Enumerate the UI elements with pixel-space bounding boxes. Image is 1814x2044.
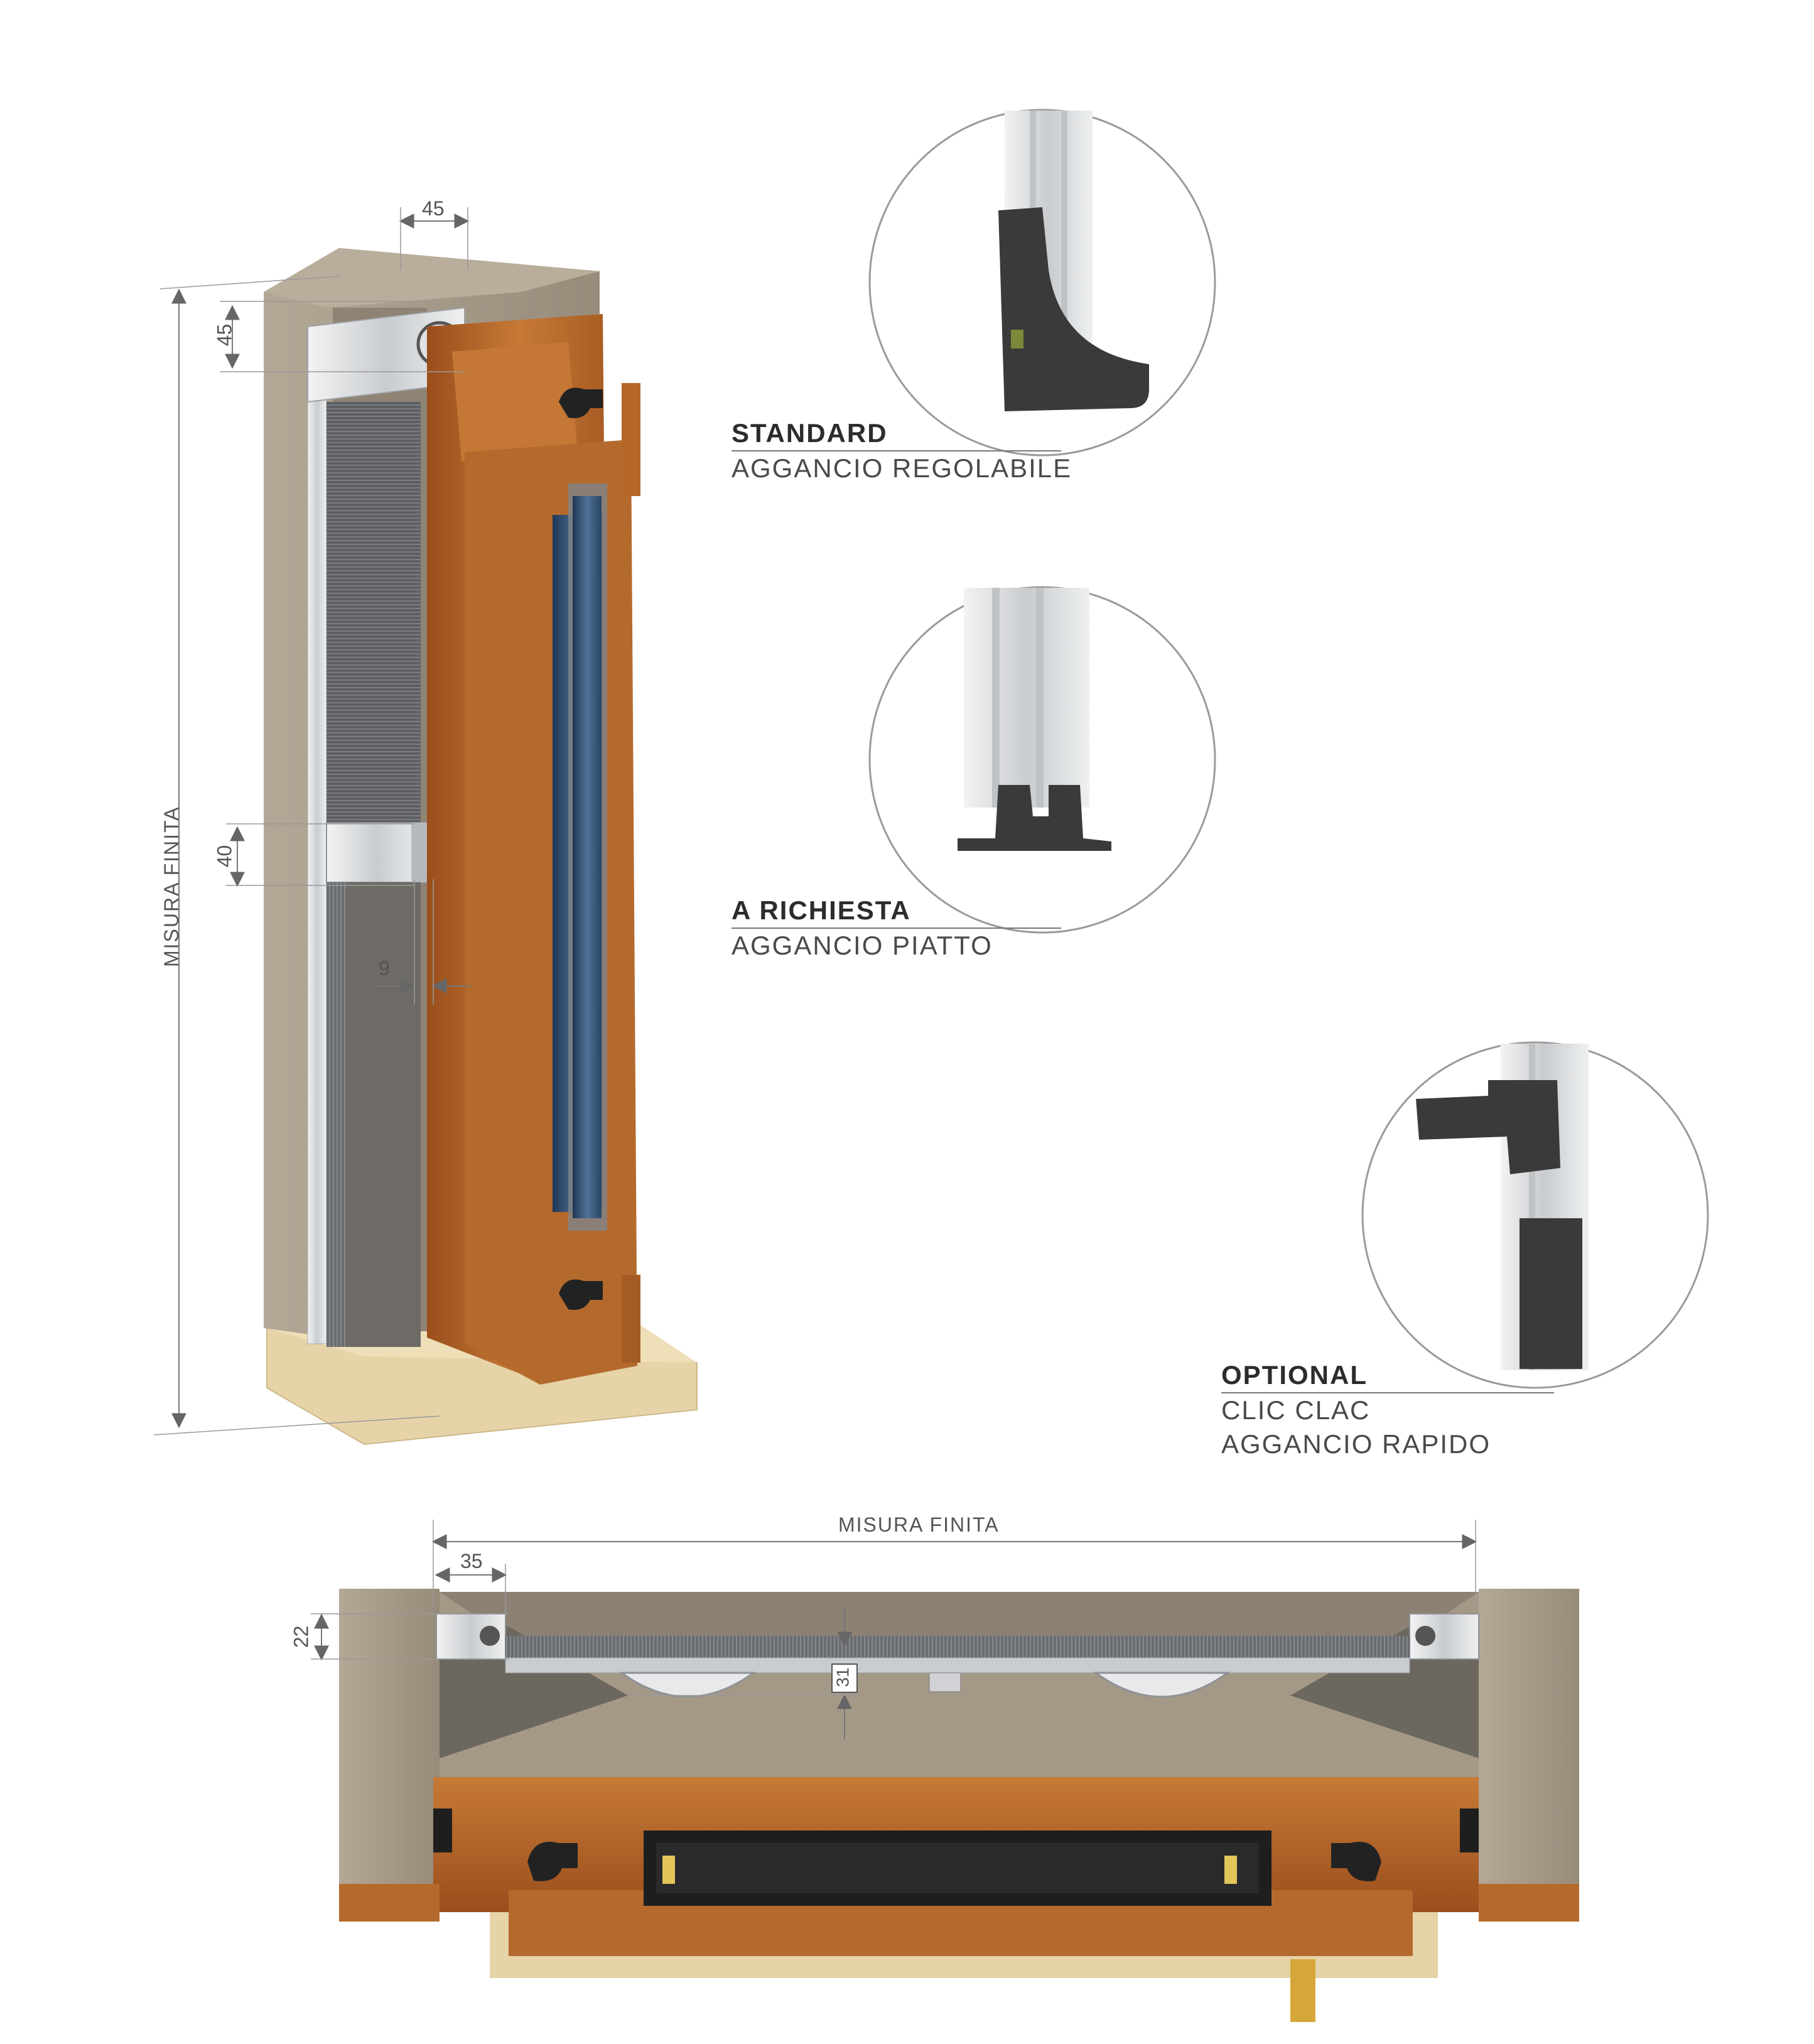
dim-top: 45 <box>422 197 445 220</box>
dim-left: 35 <box>460 1550 483 1572</box>
vertical-section <box>153 207 698 1446</box>
option-standard-title: STANDARD <box>732 418 888 448</box>
detail-optional <box>1221 1041 1709 1393</box>
dim-side: 45 <box>213 323 236 347</box>
option-optional-line-1: CLIC CLAC <box>1221 1395 1371 1425</box>
flat-hook-icon <box>958 785 1111 851</box>
clic-clac-base-icon <box>1520 1218 1582 1369</box>
dim-depth: 31 <box>833 1667 853 1687</box>
vertical-measure-label: MISURA FINITA <box>160 806 183 967</box>
option-richiesta-title: A RICHIESTA <box>732 895 911 925</box>
option-optional-title: OPTIONAL <box>1221 1360 1368 1390</box>
mesh-screen <box>327 402 421 829</box>
adjustable-hook-icon <box>998 207 1149 411</box>
dim-height: 22 <box>289 1625 313 1648</box>
clic-clac-hook-icon <box>1416 1080 1560 1174</box>
guide-rail <box>307 351 327 1344</box>
dim-bar: 40 <box>213 845 236 868</box>
mesh-band <box>505 1636 1410 1658</box>
wood-sash <box>465 440 637 1385</box>
horizontal-measure-label: MISURA FINITA <box>838 1513 1000 1536</box>
detail-a-richiesta <box>732 586 1216 934</box>
detail-standard <box>732 109 1216 457</box>
option-richiesta-line: AGGANCIO PIATTO <box>732 931 993 960</box>
horizontal-section <box>311 1520 1579 2022</box>
dim-gap: 9 <box>379 957 390 980</box>
option-standard-line: AGGANCIO REGOLABILE <box>732 453 1072 483</box>
option-optional-line-2: AGGANCIO RAPIDO <box>1221 1429 1491 1459</box>
